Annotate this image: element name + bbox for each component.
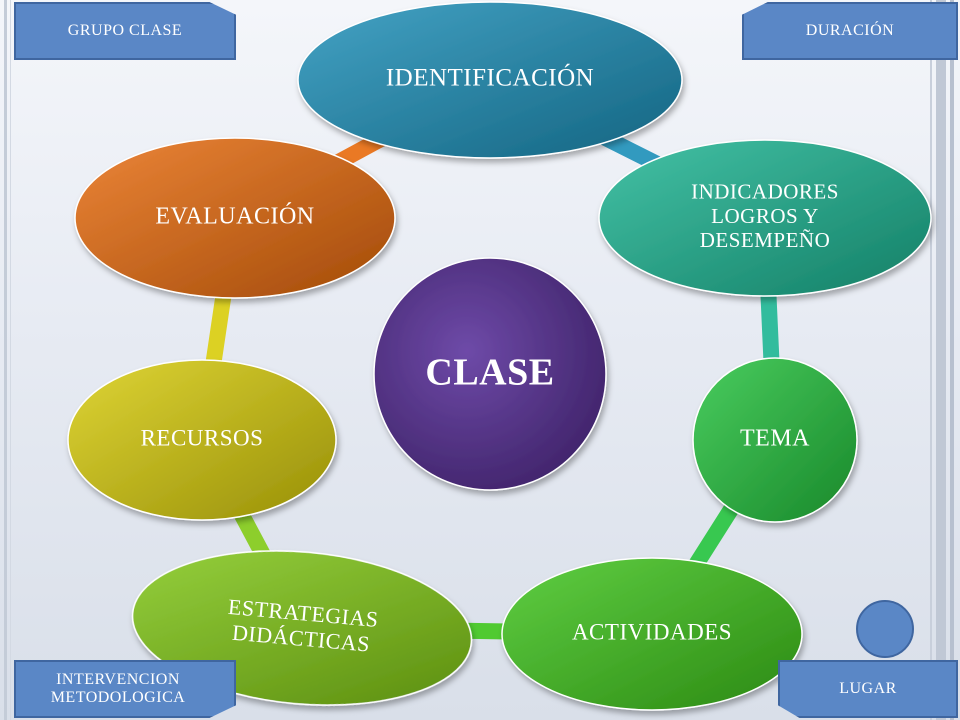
node-label-indicadores-line-3: DESEMPEÑO bbox=[700, 228, 831, 252]
duracion-label: DURACIÓN bbox=[805, 21, 895, 39]
node-label-evaluacion-line-1: EVALUACIÓN bbox=[155, 203, 314, 230]
node-shape-recursos bbox=[67, 359, 337, 521]
grupo-clase-label: GRUPO CLASE bbox=[67, 21, 183, 39]
node-recursos: RECURSOS bbox=[67, 359, 337, 521]
node-tema: TEMA bbox=[692, 357, 858, 523]
grupo-clase-tag: GRUPO CLASE bbox=[14, 2, 236, 60]
intervencion-label-line-2: METODOLOGICA bbox=[50, 689, 186, 706]
center-node: CLASE bbox=[373, 257, 607, 491]
duracion-tag: DURACIÓN bbox=[742, 2, 958, 60]
node-label-indicadores-line-1: INDICADORES bbox=[691, 180, 839, 204]
center-node-label: CLASE bbox=[425, 352, 554, 394]
decorative-circle bbox=[856, 600, 914, 658]
right-rail-line-thin bbox=[930, 0, 932, 720]
node-actividades: ACTIVIDADES bbox=[501, 557, 803, 711]
node-shape-evaluacion bbox=[74, 137, 396, 299]
node-label-tema-line-1: TEMA bbox=[740, 426, 810, 452]
right-rail-band bbox=[936, 0, 946, 720]
lugar-tag: LUGAR bbox=[778, 660, 958, 718]
node-shape-actividades bbox=[501, 557, 803, 711]
lugar-label: LUGAR bbox=[839, 679, 897, 697]
node-label-actividades-line-1: ACTIVIDADES bbox=[572, 619, 732, 644]
node-identificacion: IDENTIFICACIÓN bbox=[297, 1, 683, 159]
right-rail-line bbox=[950, 0, 954, 720]
node-label-recursos-line-1: RECURSOS bbox=[141, 425, 264, 450]
node-evaluacion: EVALUACIÓN bbox=[74, 137, 396, 299]
node-label-indicadores-line-2: LOGROS Y bbox=[711, 204, 819, 228]
left-rail-line bbox=[4, 0, 7, 720]
intervencion-label-line-1: INTERVENCION bbox=[56, 670, 180, 688]
node-label-identificacion-line-1: IDENTIFICACIÓN bbox=[386, 64, 594, 92]
node-shape-identificacion bbox=[297, 1, 683, 159]
node-shape-indicadores bbox=[598, 139, 932, 297]
node-shape-tema bbox=[692, 357, 858, 523]
intervencion-metodologica-tag: INTERVENCION METODOLOGICA bbox=[14, 660, 236, 718]
left-rail-line-thin bbox=[10, 0, 11, 720]
